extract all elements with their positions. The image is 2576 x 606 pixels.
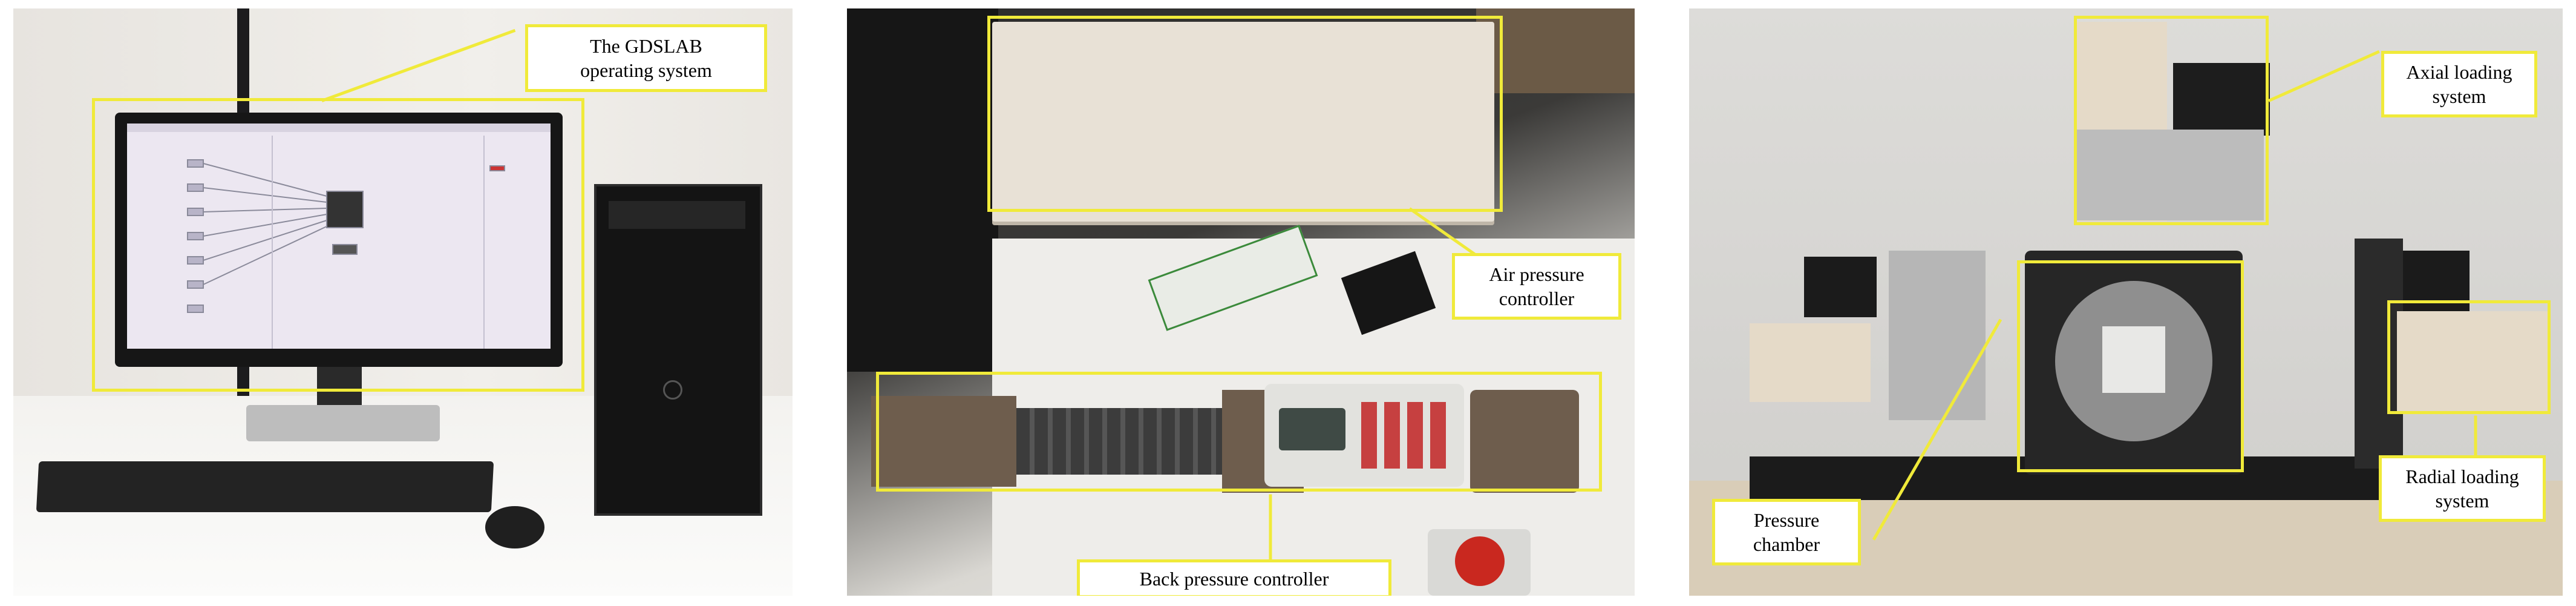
radial-highlight	[2387, 300, 2551, 414]
back-pressure-highlight	[876, 372, 1602, 492]
radial-plate	[2397, 311, 2548, 414]
radial-leader	[2474, 415, 2477, 458]
drive-bay	[609, 201, 745, 229]
keypad-buttons	[1361, 402, 1452, 469]
dark-cabinet	[847, 8, 998, 372]
monitor-screen	[127, 124, 551, 349]
left-plate	[1750, 323, 1871, 402]
axial-highlight	[2074, 16, 2269, 225]
axial-label: Axial loading system	[2381, 51, 2537, 117]
keypad-display	[1279, 408, 1345, 450]
gdslab-system-photo: The GDSLAB operating system	[13, 8, 793, 596]
left-motor	[1804, 257, 1877, 317]
pressure-chamber-body	[2025, 251, 2243, 475]
chamber-label: Pressure chamber	[1712, 499, 1861, 565]
right-flange	[2355, 239, 2403, 469]
power-button	[663, 380, 682, 400]
radial-label: Radial loading system	[2379, 455, 2546, 522]
emergency-stop-button	[1455, 536, 1505, 586]
left-frame	[1889, 251, 1986, 420]
air-pressure-box	[992, 22, 1494, 222]
keyboard	[36, 461, 494, 512]
mouse	[485, 506, 544, 548]
monitor-neck	[317, 367, 362, 409]
back-pressure-label: Back pressure controller	[1077, 559, 1391, 596]
back-pressure-cylinder	[871, 396, 1016, 487]
operating-system-label: The GDSLAB operating system	[525, 24, 767, 92]
axial-frame	[2076, 130, 2264, 220]
back-pressure-bellows	[1016, 408, 1222, 475]
monitor	[115, 113, 563, 367]
operating-system-highlight	[92, 98, 584, 392]
air-pressure-label: Air pressure controller	[1452, 253, 1621, 320]
computer-tower	[594, 184, 762, 516]
chamber-highlight	[2017, 260, 2244, 472]
back-pressure-keypad	[1264, 384, 1464, 487]
chamber-specimen	[2102, 326, 2165, 393]
back-pressure-leader	[1269, 494, 1272, 566]
axial-motor	[2173, 63, 2270, 136]
pressure-controllers-photo: Air pressure controller Back pressure co…	[847, 8, 1635, 596]
air-pressure-highlight	[987, 16, 1503, 212]
monitor-stand	[246, 405, 440, 441]
software-diagram	[127, 124, 551, 349]
loading-apparatus-photo: Axial loading system Radial loading syst…	[1689, 8, 2563, 596]
back-pressure-endcap	[1470, 390, 1579, 493]
